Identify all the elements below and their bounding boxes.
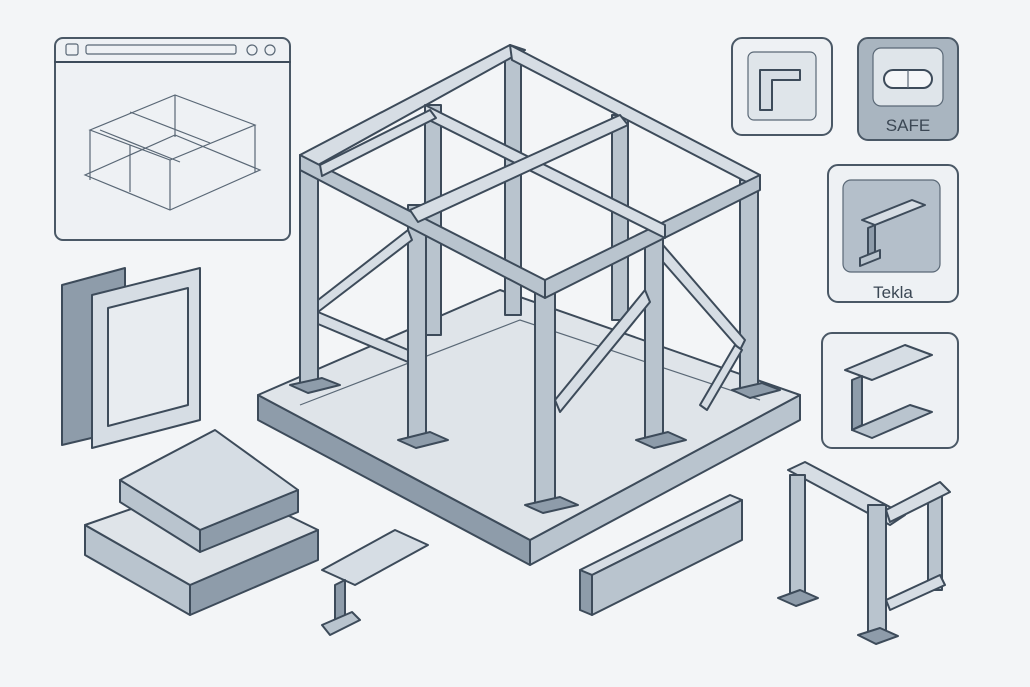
- safe-card: SAFE: [857, 37, 959, 141]
- i-beam-icon: [859, 199, 926, 267]
- steel-frame: [289, 44, 781, 514]
- channel-beam-card: [821, 332, 959, 449]
- cad-window-icon: [54, 37, 291, 241]
- concrete-slabs: [84, 429, 319, 616]
- i-beam: [321, 529, 429, 636]
- wall-panel: [61, 267, 201, 449]
- base-plates: [289, 377, 781, 514]
- safe-label: SAFE: [886, 116, 930, 135]
- channel-beam: [579, 494, 743, 616]
- portal-frame: [777, 461, 951, 645]
- tekla-label: Tekla: [873, 283, 913, 302]
- beams: [299, 44, 761, 299]
- section-profile-card: [731, 37, 833, 136]
- tekla-card: Tekla: [827, 164, 959, 303]
- braces: [317, 229, 746, 413]
